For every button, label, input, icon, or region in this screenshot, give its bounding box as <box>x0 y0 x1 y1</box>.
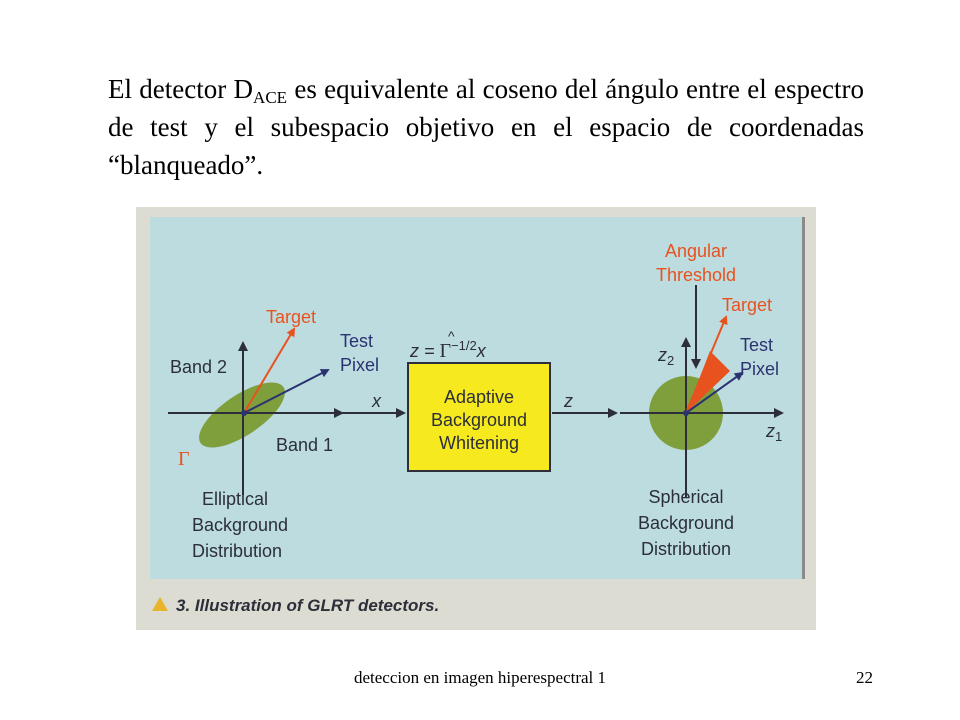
right-origin-dot <box>683 410 689 416</box>
left-test-pixel-arrow <box>243 369 330 414</box>
elliptical-line3: Distribution <box>192 541 282 561</box>
output-z-label: z <box>563 391 573 411</box>
angular-line1: Angular <box>665 241 727 261</box>
equation-x: x <box>476 341 487 361</box>
figure-caption: 3. Illustration of GLRT detectors. <box>176 596 439 615</box>
angular-line2: Threshold <box>656 265 736 285</box>
angular-threshold-cone <box>686 351 730 413</box>
slide-paragraph: El detector DACE es equivalente al cosen… <box>108 70 864 184</box>
right-target-label: Target <box>722 295 772 315</box>
gamma-label: Γ <box>178 448 190 470</box>
whitening-box <box>407 362 551 472</box>
whitening-line2: Background <box>431 410 527 430</box>
figure-scan-edge <box>802 217 805 579</box>
gamma-hat: ^ <box>448 328 455 344</box>
band2-label: Band 2 <box>170 357 227 377</box>
caption-triangle-icon <box>152 597 168 611</box>
equation-gamma: Γ <box>440 340 452 362</box>
spherical-line2: Background <box>638 513 734 533</box>
elliptical-line1: Elliptical <box>202 489 268 509</box>
left-target-label: Target <box>266 307 316 327</box>
elliptical-line2: Background <box>192 515 288 535</box>
left-pixel-label: Pixel <box>340 355 379 375</box>
glrt-figure: Target Test Pixel Band 2 Band 1 Γ Ellipt… <box>136 207 816 630</box>
footer-page-number: 22 <box>856 668 873 687</box>
para-text-after: es equivalente al coseno del ángulo entr… <box>108 74 864 180</box>
left-origin-dot <box>241 410 247 416</box>
left-test-label: Test <box>340 331 373 351</box>
whitening-line1: Adaptive <box>444 387 514 407</box>
z1-label: z1 <box>765 421 782 444</box>
band1-label: Band 1 <box>276 435 333 455</box>
para-text-before: El detector D <box>108 74 254 104</box>
input-x-label: x <box>371 391 382 411</box>
spherical-line3: Distribution <box>641 539 731 559</box>
right-test-label: Test <box>740 335 773 355</box>
spherical-line1: Spherical <box>648 487 723 507</box>
right-target-arrow <box>685 315 728 414</box>
whitening-line3: Whitening <box>439 433 519 453</box>
z2-label: z2 <box>657 345 674 368</box>
footer-title: deteccion en imagen hiperespectral 1 <box>353 668 607 687</box>
left-target-arrow <box>243 327 296 414</box>
right-test-pixel-arrow <box>685 371 744 414</box>
right-pixel-label: Pixel <box>740 359 779 379</box>
equation-text: z = Γ−1/2x <box>409 338 487 362</box>
ace-subscript: ACE <box>253 88 288 107</box>
equation-exponent: −1/2 <box>451 338 477 353</box>
